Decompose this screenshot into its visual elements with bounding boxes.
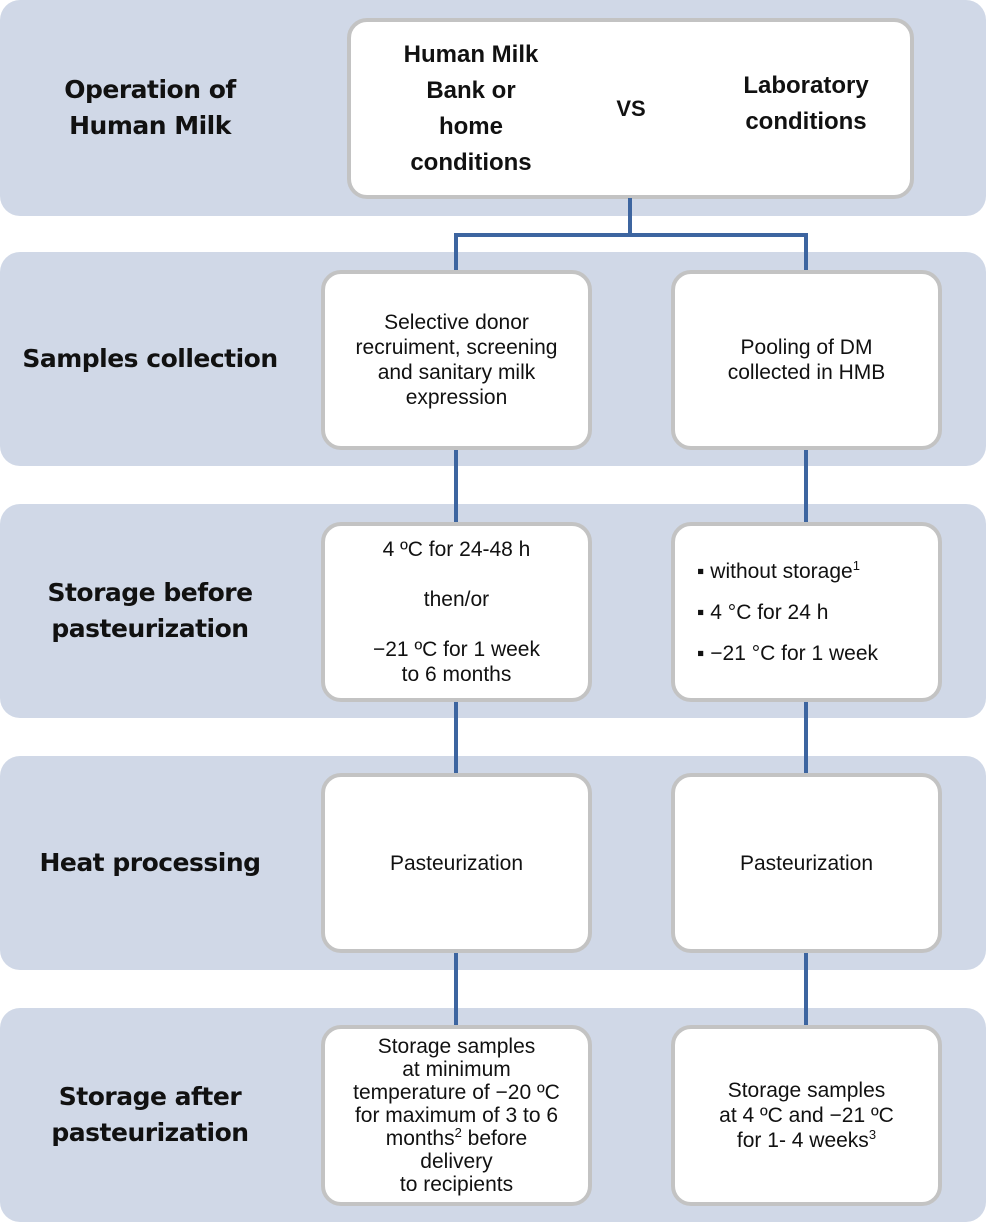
- bullet-item: ▪ without storage1: [697, 559, 878, 584]
- box-line-part: months: [385, 1127, 455, 1150]
- header-band: Operation of Human Milk Human Milk Bank …: [0, 0, 986, 216]
- bullet-item: ▪ −21 °C for 1 week: [697, 641, 878, 666]
- comparison-left-line: Human Milk: [403, 40, 539, 68]
- header-label: Operation of Human Milk: [0, 0, 300, 216]
- header-label-line: Human Milk: [69, 111, 231, 140]
- stage-label: Samples collection: [0, 252, 300, 466]
- box-line-part: before: [461, 1127, 528, 1150]
- connector-right-column: [804, 233, 808, 1205]
- milk-bank-conditions-label: Human Milk Bank or home conditions: [381, 22, 561, 195]
- box-line: months2 before: [353, 1125, 560, 1150]
- connector-left-column: [454, 233, 458, 1205]
- milk-bank-storage-before-box: 4 ºC for 24-48 h then/or −21 ºC for 1 we…: [321, 522, 592, 702]
- box-line: recruiment, screening: [355, 336, 558, 359]
- footnote-marker: 2: [454, 1125, 462, 1140]
- milk-bank-collection-box: Selective donor recruiment, screening an…: [321, 270, 592, 450]
- lab-collection-box: Pooling of DM collected in HMB: [671, 270, 942, 450]
- footnote-marker: 1: [852, 557, 860, 573]
- box-line: Pasteurization: [389, 851, 524, 875]
- box-line: at minimum: [402, 1058, 511, 1081]
- box-line: Pooling of DM: [740, 336, 873, 359]
- box-line-part: for 1- 4 weeks: [736, 1129, 869, 1152]
- comparison-left-line: Bank or: [426, 76, 516, 104]
- connector-trunk: [628, 198, 632, 237]
- comparison-right-line: Laboratory: [743, 71, 869, 99]
- box-line: collected in HMB: [727, 361, 886, 384]
- milk-bank-storage-after-box: Storage samples at minimum temperature o…: [321, 1025, 592, 1206]
- stage-label: Storage after pasteurization: [0, 1008, 300, 1222]
- versus-label: VS: [616, 95, 646, 121]
- bullet-text: ▪ 4 °C for 24 h: [697, 600, 829, 624]
- box-line: to recipients: [399, 1173, 514, 1196]
- stage-label-line: pasteurization: [51, 614, 249, 643]
- box-line: Pasteurization: [739, 851, 874, 875]
- milk-bank-pasteurization-box: Pasteurization: [321, 773, 592, 953]
- laboratory-conditions-label: Laboratory conditions: [706, 22, 906, 195]
- lab-pasteurization-box: Pasteurization: [671, 773, 942, 953]
- stage-label: Heat processing: [0, 756, 300, 970]
- comparison-box: Human Milk Bank or home conditions VS La…: [347, 18, 914, 199]
- box-line: and sanitary milk: [377, 361, 536, 384]
- box-line: then/or: [423, 588, 490, 611]
- box-line: Storage samples: [727, 1079, 886, 1102]
- box-line: expression: [405, 386, 508, 409]
- box-line: Selective donor: [384, 311, 529, 334]
- bullet-text: ▪ −21 °C for 1 week: [697, 641, 879, 665]
- bullet-item: ▪ 4 °C for 24 h: [697, 600, 878, 625]
- comparison-left-line: conditions: [410, 148, 532, 176]
- comparison-left-line: home: [438, 112, 503, 140]
- connector-branch: [454, 233, 808, 237]
- box-line: Storage samples: [377, 1035, 536, 1058]
- footnote-marker: 3: [868, 1127, 877, 1142]
- stage-label-line: Storage after: [58, 1082, 242, 1111]
- stage-label: Storage before pasteurization: [0, 504, 300, 718]
- box-line: temperature of −20 ºC: [353, 1081, 560, 1104]
- box-line: at 4 ºC and −21 ºC: [719, 1104, 894, 1127]
- box-line: for 1- 4 weeks3: [719, 1128, 894, 1153]
- box-line: for maximum of 3 to 6: [354, 1104, 559, 1127]
- header-label-line: Operation of: [64, 75, 236, 104]
- box-line: 4 ºC for 24-48 h: [382, 538, 531, 561]
- box-line: −21 ºC for 1 week to 6 months: [372, 638, 540, 686]
- comparison-right-line: conditions: [745, 107, 867, 135]
- lab-storage-before-box: ▪ without storage1 ▪ 4 °C for 24 h ▪ −21…: [671, 522, 942, 702]
- stage-label-line: pasteurization: [51, 1118, 249, 1147]
- bullet-text: ▪ without storage: [697, 559, 853, 583]
- box-line: delivery: [420, 1150, 493, 1173]
- stage-label-line: Storage before: [47, 578, 253, 607]
- stage-label-line: Heat processing: [39, 848, 261, 877]
- stage-label-line: Samples collection: [22, 344, 278, 373]
- lab-storage-after-box: Storage samples at 4 ºC and −21 ºC for 1…: [671, 1025, 942, 1206]
